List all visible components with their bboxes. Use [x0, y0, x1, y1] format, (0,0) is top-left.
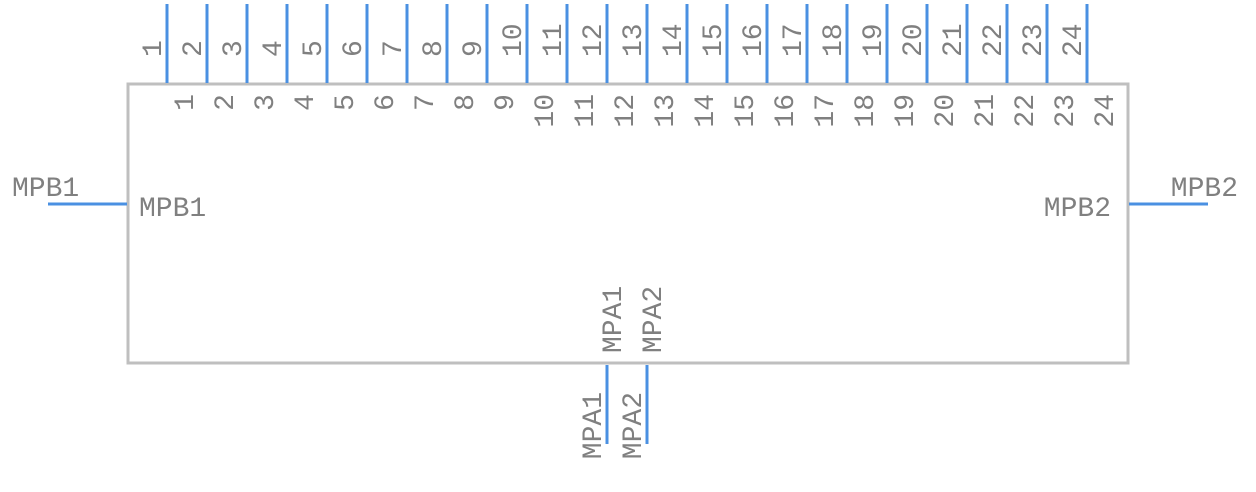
pin-label-outer-17: 17 — [779, 23, 810, 57]
pin-label-inner-4: 4 — [291, 94, 322, 111]
pin-label-inner-10: 10 — [531, 94, 562, 128]
pin-label-inner-mpa1: MPA1 — [599, 286, 630, 353]
pin-label-inner-2: 2 — [211, 94, 242, 111]
pin-label-outer-mpa1: MPA1 — [579, 392, 610, 459]
pin-label-inner-1: 1 — [171, 94, 202, 111]
pin-label-inner-8: 8 — [451, 94, 482, 111]
pin-label-inner-13: 13 — [651, 94, 682, 128]
pin-label-outer-13: 13 — [619, 23, 650, 57]
pin-label-outer-11: 11 — [539, 23, 570, 57]
pin-label-outer-4: 4 — [259, 40, 290, 57]
pin-label-outer-5: 5 — [299, 40, 330, 57]
pin-label-inner-5: 5 — [331, 94, 362, 111]
pin-label-inner-11: 11 — [571, 94, 602, 128]
pin-label-inner-16: 16 — [771, 94, 802, 128]
pin-label-inner-18: 18 — [851, 94, 882, 128]
pin-label-outer-12: 12 — [579, 23, 610, 57]
pin-label-inner-15: 15 — [731, 94, 762, 128]
pin-label-inner-17: 17 — [811, 94, 842, 128]
pin-label-inner-mpb2: MPB2 — [1044, 194, 1111, 225]
pin-label-outer-mpb2: MPB2 — [1171, 174, 1238, 205]
pin-label-outer-21: 21 — [939, 23, 970, 57]
component-body — [126, 82, 1130, 365]
pin-label-inner-23: 23 — [1051, 94, 1082, 128]
top-pin-group: 1122334455667788991010111112121313141415… — [139, 4, 1122, 128]
pin-label-inner-19: 19 — [891, 94, 922, 128]
pin-label-inner-24: 24 — [1091, 94, 1122, 128]
pin-label-outer-19: 19 — [859, 23, 890, 57]
pin-label-inner-22: 22 — [1011, 94, 1042, 128]
pin-label-outer-mpa2: MPA2 — [619, 392, 650, 459]
pin-label-outer-9: 9 — [459, 40, 490, 57]
pin-label-outer-22: 22 — [979, 23, 1010, 57]
pin-label-inner-9: 9 — [491, 94, 522, 111]
pin-label-outer-2: 2 — [179, 40, 210, 57]
pin-label-inner-7: 7 — [411, 94, 442, 111]
pin-label-outer-3: 3 — [219, 40, 250, 57]
pin-label-inner-mpb1: MPB1 — [139, 194, 206, 225]
pin-label-outer-16: 16 — [739, 23, 770, 57]
pin-label-outer-15: 15 — [699, 23, 730, 57]
pin-label-outer-7: 7 — [379, 40, 410, 57]
pin-label-inner-21: 21 — [971, 94, 1002, 128]
pin-label-outer-mpb1: MPB1 — [12, 174, 79, 205]
pin-label-outer-1: 1 — [139, 40, 170, 57]
pin-label-inner-14: 14 — [691, 94, 722, 128]
pin-label-outer-10: 10 — [499, 23, 530, 57]
pin-label-outer-24: 24 — [1059, 23, 1090, 57]
pin-label-inner-6: 6 — [371, 94, 402, 111]
pin-label-inner-20: 20 — [931, 94, 962, 128]
pin-label-outer-23: 23 — [1019, 23, 1050, 57]
pin-label-outer-18: 18 — [819, 23, 850, 57]
pin-label-outer-14: 14 — [659, 23, 690, 57]
pin-label-outer-20: 20 — [899, 23, 930, 57]
pin-label-inner-12: 12 — [611, 94, 642, 128]
pin-label-outer-8: 8 — [419, 40, 450, 57]
pin-label-inner-mpa2: MPA2 — [639, 286, 670, 353]
pin-label-outer-6: 6 — [339, 40, 370, 57]
pin-label-inner-3: 3 — [251, 94, 282, 111]
